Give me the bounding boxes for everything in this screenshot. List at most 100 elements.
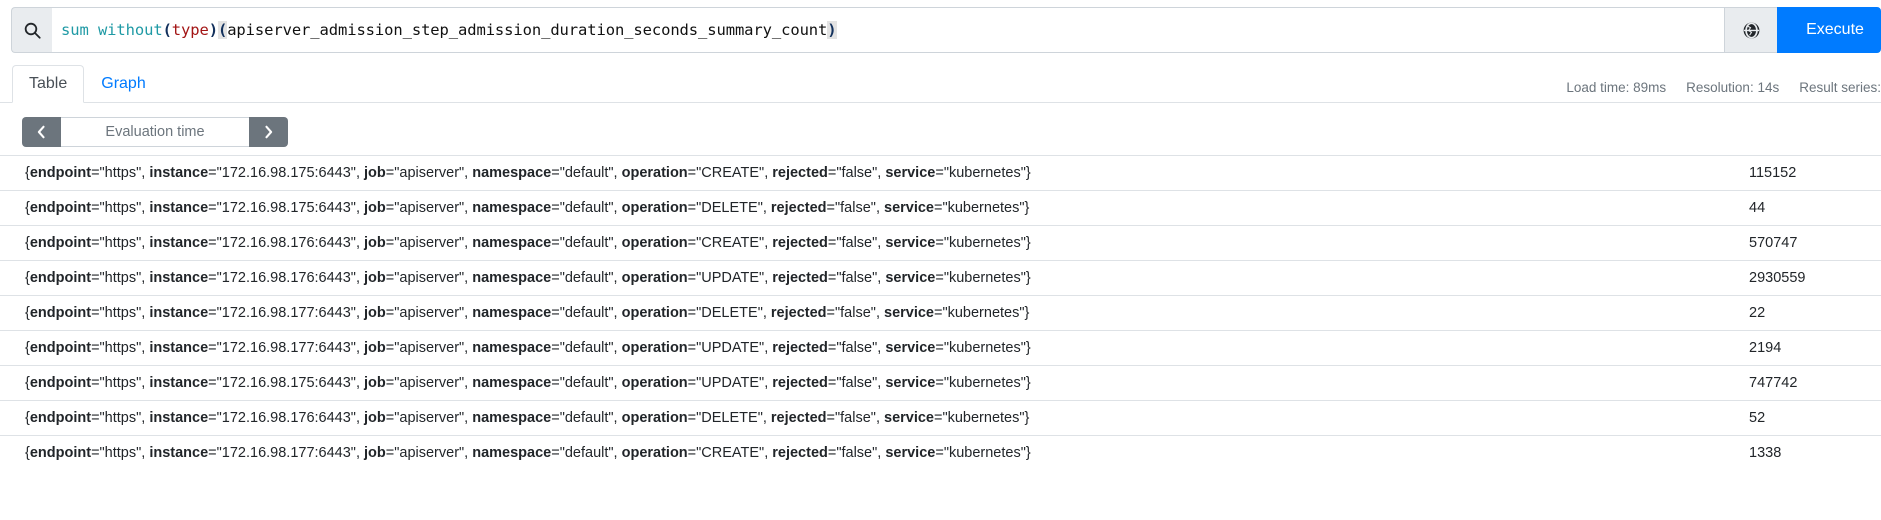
brace-close: } [1025, 340, 1031, 356]
expression-input[interactable]: sum without(type)(apiserver_admission_st… [52, 7, 1724, 53]
label-name: rejected [772, 165, 828, 181]
label-equals: = [687, 410, 697, 426]
label-name: service [884, 200, 934, 216]
label-name: operation [621, 235, 688, 251]
label-equals: = [826, 305, 835, 321]
label-value: "172.16.98.176:6443" [216, 270, 356, 286]
label-separator: , [875, 410, 884, 426]
label-separator: , [355, 340, 365, 356]
label-separator: , [464, 305, 473, 321]
expression-text: sum without(type)(apiserver_admission_st… [61, 21, 837, 39]
label-separator: , [613, 305, 622, 321]
table-row: {endpoint="https", instance="172.16.98.1… [0, 435, 1881, 471]
search-icon [11, 7, 52, 53]
label-name: instance [149, 165, 209, 181]
brace-close: } [1024, 305, 1030, 321]
label-name: job [364, 305, 386, 321]
label-value: "apiserver" [394, 375, 465, 391]
table-row: {endpoint="https", instance="172.16.98.1… [0, 295, 1881, 331]
label-value: "default" [559, 375, 614, 391]
label-equals: = [91, 270, 100, 286]
label-value: "https" [99, 410, 142, 426]
label-name: service [884, 410, 934, 426]
result-series-stat: Result series: [1799, 80, 1881, 95]
label-separator: , [141, 270, 150, 286]
expr-token: sum [61, 21, 89, 39]
label-name: service [884, 305, 934, 321]
resolution-stat: Resolution: 14s [1686, 80, 1780, 95]
label-name: job [364, 410, 386, 426]
label-name: endpoint [29, 410, 92, 426]
label-value: "CREATE" [696, 165, 765, 181]
label-name: endpoint [29, 375, 92, 391]
label-value: "default" [559, 445, 614, 461]
label-equals: = [687, 270, 697, 286]
execute-button[interactable]: Execute [1777, 7, 1881, 53]
label-value: "false" [836, 165, 878, 181]
label-value: "172.16.98.175:6443" [216, 375, 356, 391]
label-name: namespace [472, 270, 552, 286]
label-name: job [364, 340, 386, 356]
brace-open: { [25, 235, 30, 251]
label-value: "kubernetes" [942, 200, 1025, 216]
label-value: "kubernetes" [943, 340, 1026, 356]
label-value: "UPDATE" [696, 270, 765, 286]
label-separator: , [141, 305, 150, 321]
label-separator: , [464, 235, 473, 251]
label-separator: , [613, 375, 622, 391]
label-separator: , [141, 445, 150, 461]
chevron-left-icon[interactable] [22, 117, 61, 147]
table-row: {endpoint="https", instance="172.16.98.1… [0, 330, 1881, 366]
label-name: operation [621, 165, 688, 181]
label-name: operation [621, 410, 688, 426]
brace-close: } [1025, 375, 1031, 391]
chevron-right-icon[interactable] [249, 117, 288, 147]
label-separator: , [141, 375, 150, 391]
series-labels-cell: {endpoint="https", instance="172.16.98.1… [0, 226, 1740, 261]
label-equals: = [208, 410, 217, 426]
label-separator: , [613, 165, 622, 181]
brace-open: { [25, 270, 30, 286]
label-name: instance [149, 270, 209, 286]
tab-table[interactable]: Table [12, 64, 85, 103]
label-separator: , [613, 200, 622, 216]
label-name: job [364, 165, 386, 181]
label-separator: , [877, 165, 886, 181]
label-equals: = [827, 340, 837, 356]
label-name: namespace [472, 305, 552, 321]
label-name: instance [149, 305, 209, 321]
label-name: job [364, 200, 386, 216]
label-separator: , [141, 235, 150, 251]
label-equals: = [827, 375, 837, 391]
label-value: "apiserver" [394, 410, 465, 426]
brace-open: { [25, 445, 30, 461]
label-name: service [885, 165, 936, 181]
label-name: operation [621, 340, 688, 356]
label-equals: = [687, 375, 697, 391]
expr-token: ) [827, 21, 837, 39]
label-separator: , [464, 200, 473, 216]
label-equals: = [551, 235, 560, 251]
label-equals: = [551, 375, 560, 391]
brace-close: } [1025, 165, 1031, 181]
label-value: "default" [559, 410, 614, 426]
table-row: {endpoint="https", instance="172.16.98.1… [0, 190, 1881, 226]
evaluation-time-input[interactable]: Evaluation time [61, 117, 249, 147]
label-equals: = [385, 340, 395, 356]
globe-icon[interactable] [1724, 7, 1777, 53]
label-name: namespace [472, 340, 552, 356]
expr-token: without [97, 21, 163, 39]
tab-graph[interactable]: Graph [101, 74, 146, 92]
label-equals: = [91, 165, 100, 181]
label-separator: , [141, 340, 150, 356]
label-equals: = [551, 410, 560, 426]
label-separator: , [141, 410, 150, 426]
label-equals: = [826, 200, 835, 216]
query-input-group: sum without(type)(apiserver_admission_st… [11, 7, 1881, 53]
label-separator: , [464, 445, 473, 461]
expr-token: ( [217, 21, 228, 39]
label-separator: , [464, 410, 473, 426]
label-separator: , [464, 270, 473, 286]
label-equals: = [935, 445, 944, 461]
label-equals: = [385, 305, 395, 321]
